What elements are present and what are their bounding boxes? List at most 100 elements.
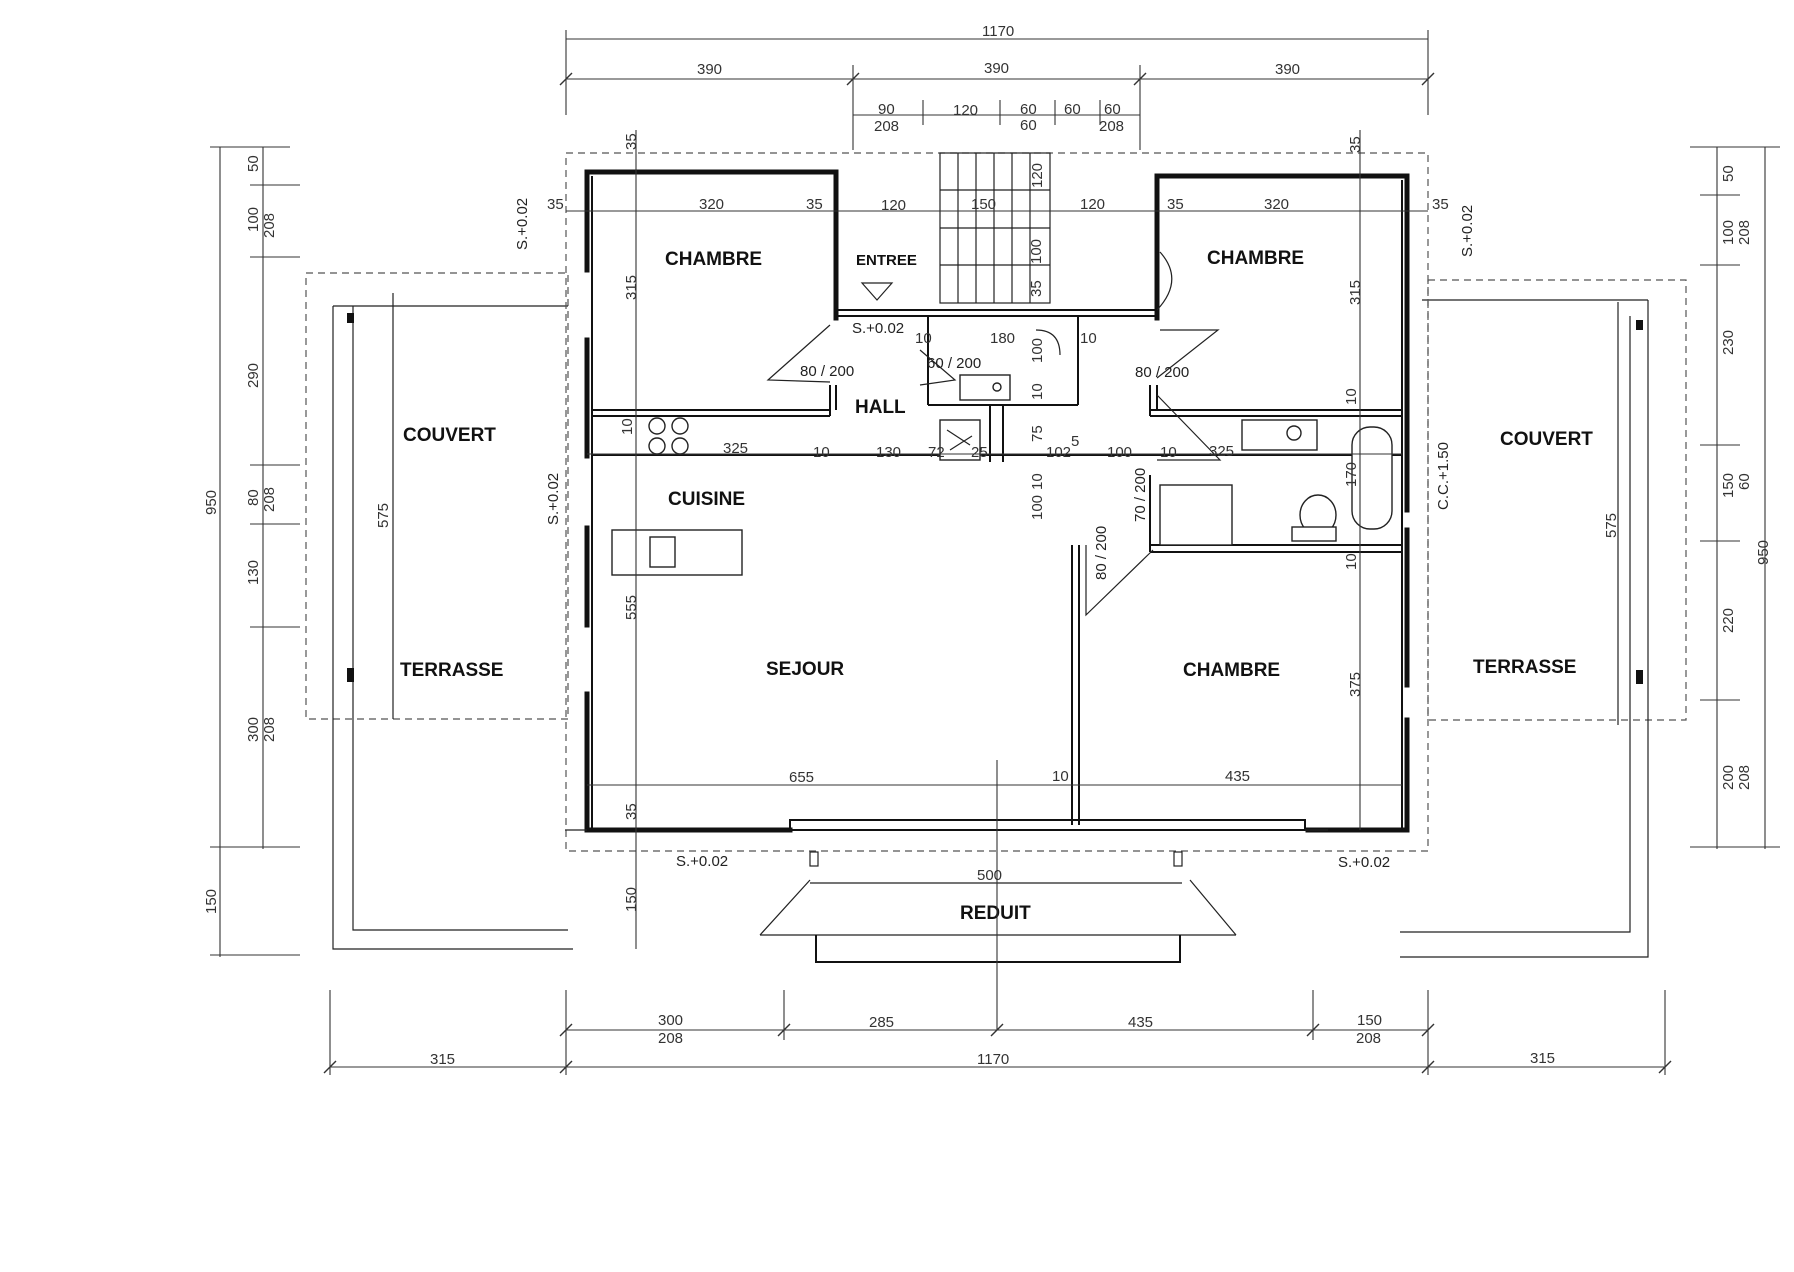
dim-right-208-a: 208 [1736, 220, 1753, 245]
dim-k102: 102 [1046, 444, 1071, 461]
room-couvert-e: COUVERT [1500, 429, 1593, 450]
dim-right-50: 50 [1720, 165, 1737, 182]
room-cuisine: CUISINE [668, 489, 745, 510]
dim-top-390-a: 390 [697, 61, 722, 78]
dim-s35: 35 [623, 803, 640, 820]
dim-right-208-b: 208 [1736, 765, 1753, 790]
dim-bottom-208-a: 208 [658, 1030, 683, 1047]
dim-top-60-c: 60 [1064, 101, 1081, 118]
dim-bottom-208-b: 208 [1356, 1030, 1381, 1047]
dimensions-bottom: 300 208 285 435 150 208 315 1170 315 [323, 990, 1672, 1075]
dim-left-130: 130 [245, 560, 262, 585]
dim-left-208-b: 208 [261, 487, 278, 512]
dim-top-120: 120 [953, 102, 978, 119]
dim-bottom-150: 150 [1357, 1012, 1382, 1029]
dim-b100: 100 [1029, 338, 1046, 363]
dim-r500: 500 [977, 867, 1002, 884]
dim-left-300: 300 [245, 717, 262, 742]
level-sw: S.+0.02 [676, 853, 728, 870]
dim-top-60-d: 60 [1104, 101, 1121, 118]
dim-v35-a: 35 [623, 133, 640, 150]
room-reduit: REDUIT [960, 903, 1031, 924]
dim-k72: 72 [928, 444, 945, 461]
dim-top-390-c: 390 [1275, 61, 1300, 78]
level-hall: S.+0.02 [852, 320, 904, 337]
dim-left-150: 150 [203, 889, 220, 914]
dim-35-c: 35 [1167, 196, 1184, 213]
door-80-200-a: 80 / 200 [800, 363, 854, 380]
dim-b10a: 10 [915, 330, 932, 347]
dim-h10: 10 [1029, 473, 1046, 490]
reduit [759, 879, 1237, 963]
level-w-upper: S.+0.02 [514, 198, 531, 250]
dim-right-230: 230 [1720, 330, 1737, 355]
room-chambre-ne: CHAMBRE [1207, 248, 1304, 269]
door-70-200: 70 / 200 [1132, 468, 1149, 522]
dimensions-internal: 35 320 35 120 150 120 35 320 35 35 35 31… [547, 130, 1449, 1030]
room-sejour: SEJOUR [766, 659, 844, 680]
dim-bottom-315-a: 315 [430, 1051, 455, 1068]
fixtures [611, 374, 1393, 576]
dim-k100: 100 [1107, 444, 1132, 461]
dim-35-a: 35 [547, 196, 564, 213]
dim-left-50: 50 [245, 155, 262, 172]
dim-320-a: 320 [699, 196, 724, 213]
room-hall: HALL [855, 397, 906, 418]
room-terrasse-e: TERRASSE [1473, 657, 1576, 678]
room-entree: ENTREE [856, 252, 917, 269]
dim-v35-b: 35 [1347, 136, 1364, 153]
dim-b10b: 10 [1080, 330, 1097, 347]
dim-right-150: 150 [1720, 473, 1737, 498]
dim-left-208-c: 208 [261, 717, 278, 742]
level-annotations: S.+0.02 S.+0.02 S.+0.02 S.+0.02 S.+0.02 … [514, 198, 1476, 871]
dim-left-80: 80 [245, 489, 262, 506]
dim-top-208-a: 208 [874, 118, 899, 135]
dim-top-90: 90 [878, 101, 895, 118]
dim-s10: 10 [1052, 768, 1069, 785]
room-couvert-w: COUVERT [403, 425, 496, 446]
dim-k10b: 10 [813, 444, 830, 461]
dim-b180: 180 [990, 330, 1015, 347]
dim-35-b: 35 [806, 196, 823, 213]
dimensions-right: 50 100 208 230 150 60 220 200 208 950 57… [1603, 146, 1780, 849]
dim-e10b: 10 [1343, 553, 1360, 570]
walls [565, 152, 1429, 867]
dim-left-208-a: 208 [261, 213, 278, 238]
dim-top-60-a: 60 [1020, 101, 1037, 118]
dimensions-top: 1170 390 390 390 90 208 120 60 60 60 60 … [559, 23, 1435, 150]
room-terrasse-w: TERRASSE [400, 660, 503, 681]
dim-top-total: 1170 [982, 23, 1014, 40]
dim-right-950: 950 [1755, 540, 1772, 565]
level-cc: C.C.+1.50 [1435, 442, 1452, 510]
dim-e170: 170 [1343, 462, 1360, 487]
dim-150: 150 [971, 196, 996, 213]
dim-left-575: 575 [375, 503, 392, 528]
dim-st35: 35 [1028, 280, 1045, 297]
dim-k130: 130 [876, 444, 901, 461]
entrance-stairs [860, 152, 1051, 304]
dim-35-d: 35 [1432, 196, 1449, 213]
room-chambre-se: CHAMBRE [1183, 660, 1280, 681]
dim-right-575: 575 [1603, 513, 1620, 538]
dim-s435: 435 [1225, 768, 1250, 785]
dim-v315-a: 315 [623, 275, 640, 300]
dim-bottom-285: 285 [869, 1014, 894, 1031]
dim-r150: 150 [623, 887, 640, 912]
dim-right-220: 220 [1720, 608, 1737, 633]
dimensions-left: 50 100 208 290 80 208 130 300 208 150 95… [203, 146, 392, 957]
dim-bottom-1170: 1170 [977, 1051, 1009, 1068]
dim-k10c: 10 [1160, 444, 1177, 461]
dim-v555: 555 [623, 595, 640, 620]
dim-bottom-315-b: 315 [1530, 1050, 1555, 1067]
dim-v375: 375 [1347, 672, 1364, 697]
dim-h75: 75 [1029, 425, 1046, 442]
dim-b10c: 10 [1029, 383, 1046, 400]
door-80-200-b: 80 / 200 [1135, 364, 1189, 381]
terrace-outlines [305, 272, 1687, 958]
dim-120-b: 120 [1080, 196, 1105, 213]
dim-bottom-435: 435 [1128, 1014, 1153, 1031]
dim-e10: 10 [1343, 388, 1360, 405]
dim-k25: 25 [971, 444, 988, 461]
dim-120-a: 120 [881, 197, 906, 214]
dim-bottom-300: 300 [658, 1012, 683, 1029]
